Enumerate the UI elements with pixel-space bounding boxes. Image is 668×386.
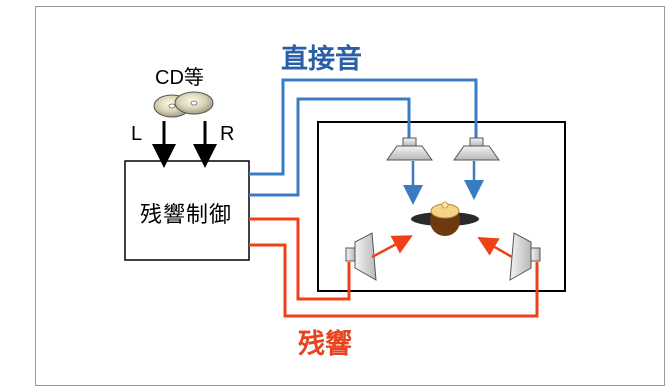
source-label: CD等: [155, 67, 204, 89]
speaker-icon: [509, 232, 541, 281]
direct-sound-label: 直接音: [281, 44, 362, 74]
listener-icon: [411, 201, 479, 236]
reverb-arrow-right: [477, 237, 513, 259]
speaker-icon: [453, 137, 500, 161]
speaker-icon: [386, 137, 433, 161]
reverb-controller-box: [124, 160, 250, 261]
direct-sound-lines: [249, 78, 478, 197]
left-channel-label: L: [131, 123, 143, 145]
cd-discs-icon: [153, 91, 214, 118]
reverb-lines: [249, 217, 539, 318]
reverb-arrow-left: [371, 235, 413, 259]
reverb-label: 残響: [298, 329, 352, 359]
right-channel-label: R: [220, 123, 235, 145]
reverb-controller-label: 残響制御: [140, 202, 233, 227]
speaker-icon: [345, 232, 377, 281]
